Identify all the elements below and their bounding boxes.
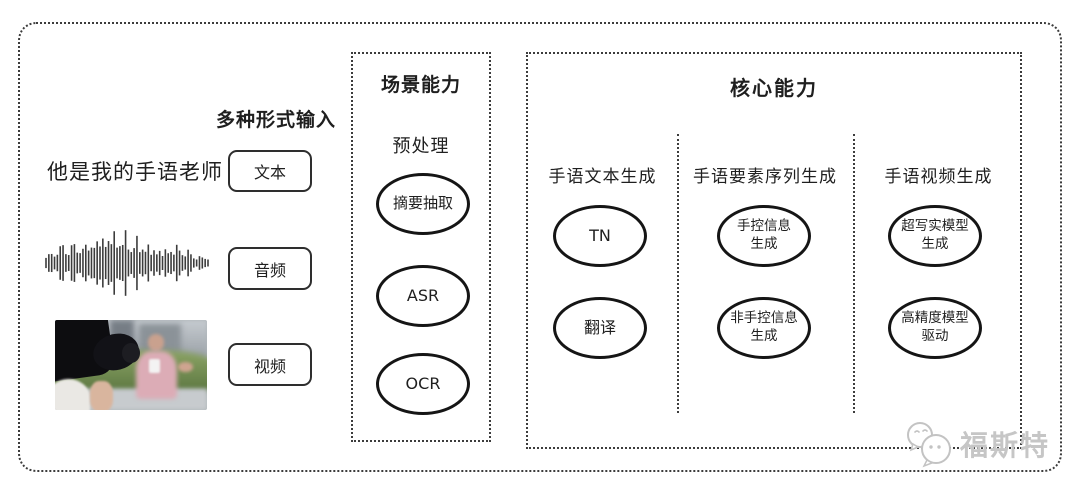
chat-bubbles-icon <box>907 422 951 468</box>
node-high-precision-model-driving: 高精度模型 驱动 <box>888 297 982 359</box>
node-label: OCR <box>405 373 441 393</box>
node-label: TN <box>589 225 611 245</box>
input-node-video: 视频 <box>228 343 312 386</box>
photo-cameraman-shoulder <box>55 379 90 410</box>
node-label-line1: 非手控信息 <box>730 310 798 327</box>
column-header-sign-element-sequence-generation: 手语要素序列生成 <box>693 167 837 187</box>
preprocessing-label: 预处理 <box>392 136 450 157</box>
column-divider <box>853 134 855 413</box>
node-label: ASR <box>406 285 440 305</box>
input-node-audio: 音频 <box>228 247 312 290</box>
video-input-photo <box>55 320 207 410</box>
photo-camera-lens-front <box>121 343 141 364</box>
scene-capability-title: 场景能力 <box>380 74 461 96</box>
photo-reporter-head <box>147 334 165 351</box>
column-header-sign-text-generation: 手语文本生成 <box>548 167 657 187</box>
node-label: 摘要抽取 <box>392 194 453 213</box>
node-label-line2: 驱动 <box>921 328 949 344</box>
node-tn: TN <box>553 205 647 267</box>
core-capability-box: 核心能力 手语文本生成 手语要素序列生成 手语视频生成 TN 翻译 手控信息 生… <box>526 52 1022 449</box>
input-node-text-label: 文本 <box>253 163 286 182</box>
photo-reporter-hand <box>178 362 194 373</box>
sample-input-text: 他是我的手语老师 <box>47 160 223 184</box>
node-manual-info-generation: 手控信息 生成 <box>717 205 811 267</box>
input-node-video-label: 视频 <box>253 356 286 376</box>
scene-capability-box: 场景能力 预处理 摘要抽取 ASR OCR <box>351 52 491 442</box>
watermark: 福斯特 <box>903 419 1050 469</box>
column-header-sign-video-generation: 手语视频生成 <box>884 167 993 187</box>
node-label: 翻译 <box>583 317 616 337</box>
input-node-text: 文本 <box>228 150 312 192</box>
node-asr: ASR <box>376 265 470 327</box>
node-label-line1: 手控信息 <box>737 218 791 235</box>
input-section-heading: 多种形式输入 <box>216 109 337 131</box>
node-label-line2: 生成 <box>921 236 949 252</box>
watermark-brand-text: 福斯特 <box>960 429 1051 462</box>
node-label-line2: 生成 <box>750 236 778 252</box>
node-translation: 翻译 <box>553 297 647 359</box>
node-non-manual-info-generation: 非手控信息 生成 <box>717 297 811 359</box>
node-hyperrealistic-model-generation: 超写实模型 生成 <box>888 205 982 267</box>
node-label-line2: 生成 <box>750 328 778 344</box>
node-label-line1: 高精度模型 <box>901 310 969 327</box>
core-capability-title: 核心能力 <box>730 76 818 100</box>
node-ocr: OCR <box>376 353 470 415</box>
photo-reporter-body <box>135 350 177 400</box>
column-divider <box>677 134 679 413</box>
input-node-audio-label: 音频 <box>253 260 286 280</box>
photo-cameraman-arm <box>89 381 113 410</box>
node-label-line1: 超写实模型 <box>901 218 969 235</box>
node-summary-extraction: 摘要抽取 <box>376 173 470 235</box>
photo-microphone <box>149 358 160 374</box>
audio-waveform-icon <box>45 230 209 296</box>
diagram-outer-border <box>18 22 1062 472</box>
